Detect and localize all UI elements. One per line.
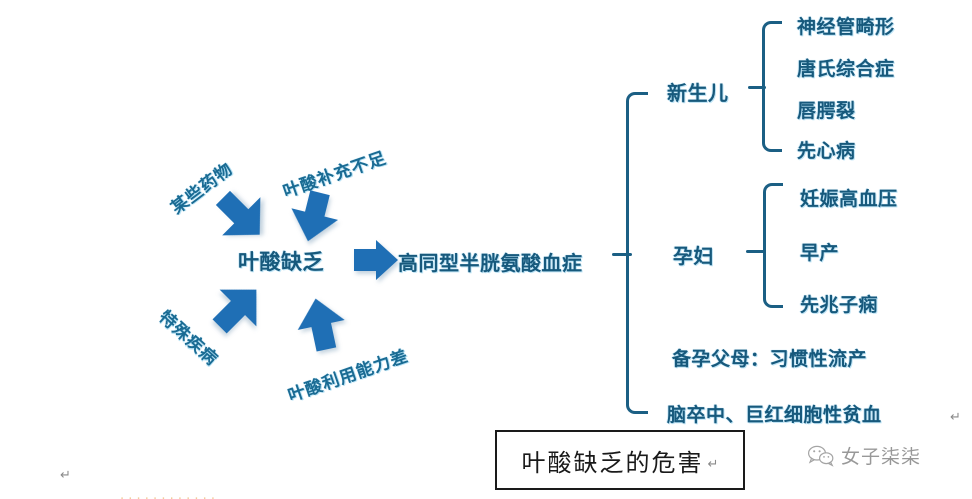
hub-to-result-arrow — [354, 240, 398, 280]
watermark: 女子柒柒 — [808, 442, 921, 469]
result-label-hyperhomocysteinemia: 高同型半胱氨酸血症 — [398, 251, 583, 275]
leaf-newborn-3: 先心病 — [797, 140, 856, 162]
pregnant-connector-stub — [746, 250, 766, 253]
caption-box: 叶酸缺乏的危害 ↵ — [495, 430, 745, 490]
hub-label-folate-deficiency: 叶酸缺乏 — [238, 250, 324, 274]
plain-item-stroke-anemia: 脑卒中、巨红细胞性贫血 — [667, 404, 882, 426]
return-mark-top: ↵ — [950, 410, 961, 425]
plain-item-prospective-parents: 备孕父母：习惯性流产 — [672, 348, 868, 370]
branch-head-newborn: 新生儿 — [667, 81, 729, 105]
leaf-newborn-2: 唇腭裂 — [797, 100, 856, 122]
leaf-newborn-0: 神经管畸形 — [797, 16, 895, 38]
cause-arrow-poor-utilization — [292, 293, 350, 355]
caption-return-mark: ↵ — [707, 457, 719, 472]
watermark-name: 女子柒柒 — [841, 446, 922, 468]
return-mark-left: ↵ — [60, 468, 71, 483]
bottom-cut-text-strip: · · · · · · · · · · · · — [120, 492, 380, 499]
cause-arrow-insufficient-intake — [284, 187, 344, 248]
branch-head-pregnant-woman: 孕妇 — [673, 244, 714, 268]
wechat-icon — [808, 445, 834, 467]
leaf-pregnant-2: 先兆子痫 — [800, 294, 879, 316]
caption-text: 叶酸缺乏的危害 — [521, 448, 704, 477]
trunk-connector-stub — [612, 253, 632, 256]
newborn-connector-stub — [748, 86, 766, 89]
leaf-pregnant-0: 妊娠高血压 — [800, 188, 898, 210]
pregnant-sub-bracket — [763, 183, 783, 308]
leaf-pregnant-1: 早产 — [800, 242, 840, 264]
cause-arrow-special-disease — [201, 271, 275, 345]
leaf-newborn-1: 唐氏综合症 — [797, 58, 895, 80]
